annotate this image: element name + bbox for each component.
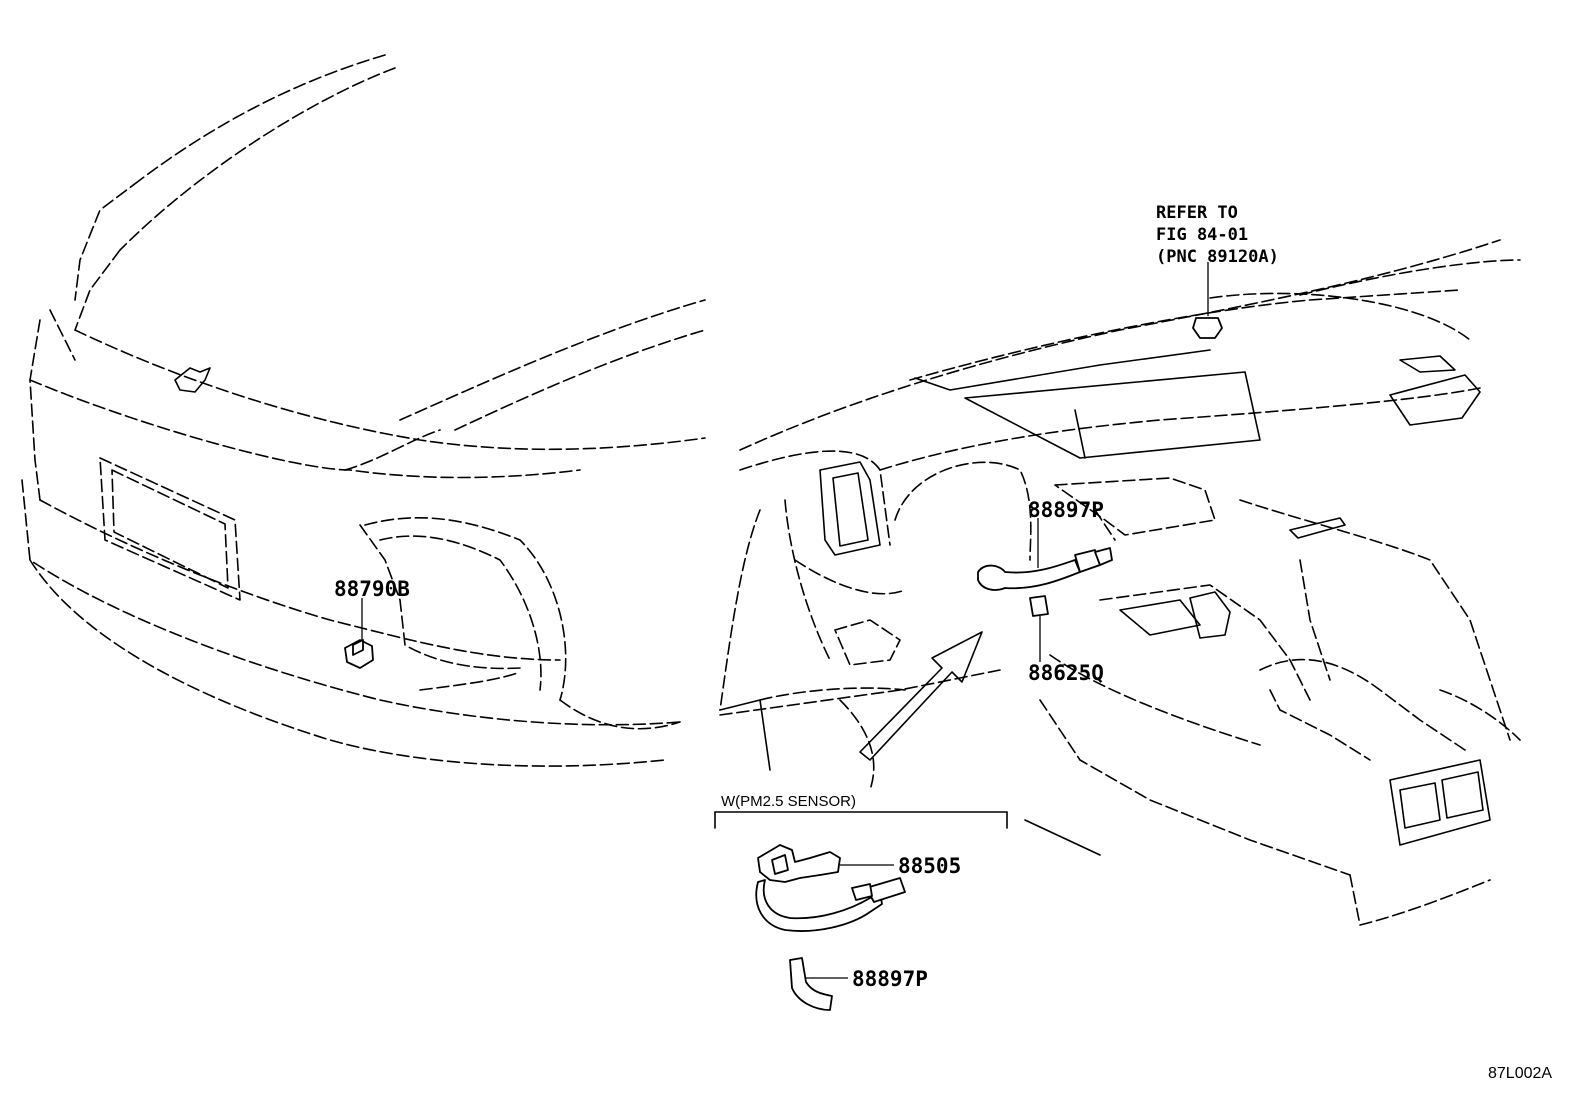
refer-note-line-1: REFER TO [1156, 203, 1238, 223]
figure-code: 87L002A [1488, 1065, 1552, 1082]
callout-88897p-dash: 88897P [1028, 498, 1104, 522]
pm-sensor-part [755, 844, 906, 932]
callout-88505: 88505 [898, 854, 961, 878]
dash-top-sensor-part [1192, 262, 1223, 339]
refer-note-line-2: FIG 84-01 [1156, 225, 1248, 245]
group-label-pm-sensor: W(PM2.5 SENSOR) [721, 793, 856, 810]
front-vehicle-outline [21, 54, 706, 767]
callout-88790b: 88790B [334, 577, 410, 601]
dash-connector-part [1029, 595, 1049, 662]
pm-hose-part [789, 957, 848, 1011]
dash-hose-part [977, 518, 1113, 591]
refer-note-line-3: (PNC 89120A) [1156, 247, 1279, 267]
callout-88897p-lower: 88897P [852, 967, 928, 991]
interior-outline [719, 239, 1521, 926]
pm-sensor-group-bracket [714, 811, 1008, 829]
callout-88625q: 88625Q [1028, 661, 1104, 685]
front-sensor-part [344, 598, 374, 669]
view-arrow [859, 631, 983, 761]
